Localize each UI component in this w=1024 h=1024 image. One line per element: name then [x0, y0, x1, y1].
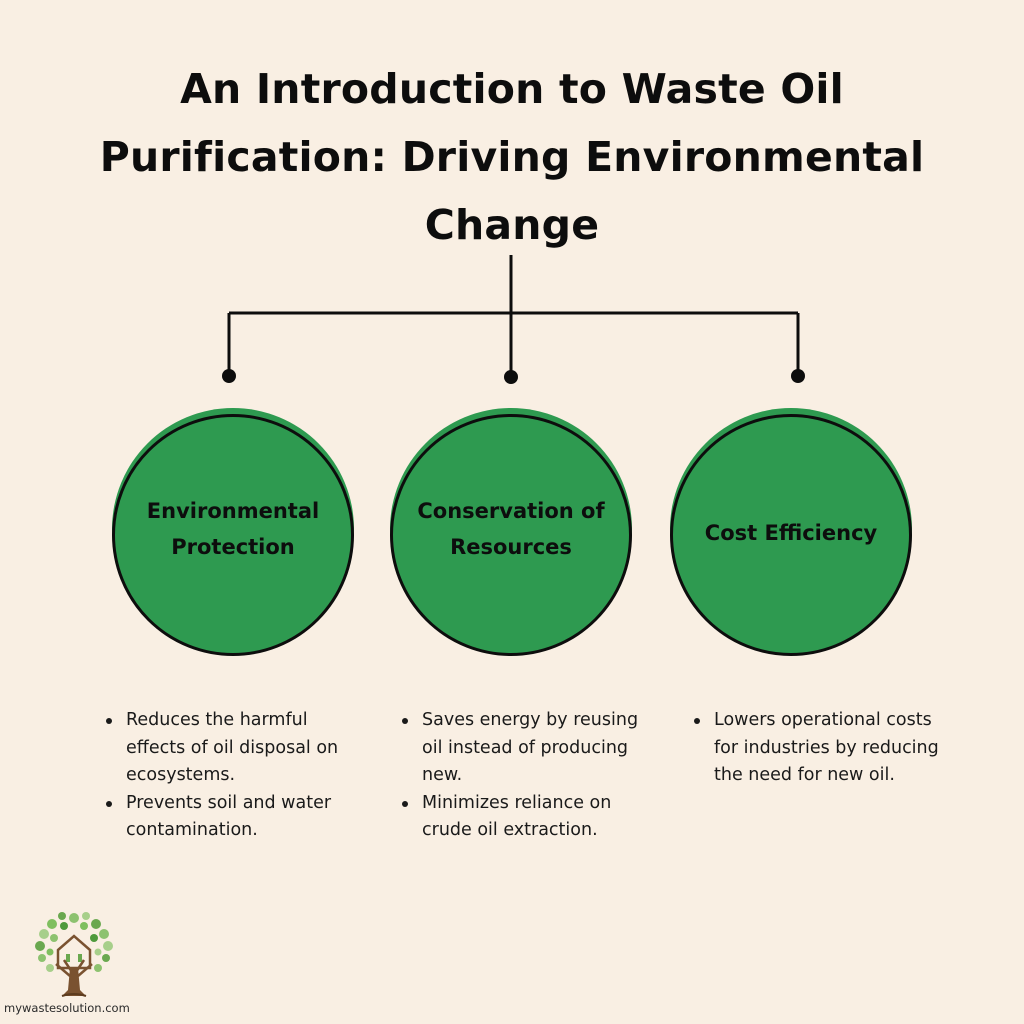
list-item: Prevents soil and water contamination. [102, 790, 352, 845]
bullet-text: Saves energy by reusing oil instead of p… [422, 710, 639, 785]
branch-circle: Cost Efficiency [670, 414, 912, 656]
branch-circle: Environmental Protection [112, 414, 354, 656]
bullet-list-conservation-of-resources: Saves energy by reusing oil instead of p… [398, 707, 648, 845]
bullet-text: Minimizes reliance on crude oil extracti… [422, 792, 612, 841]
branch-label: Environmental Protection [146, 499, 320, 559]
page-title: An Introduction to Waste Oil Purificatio… [99, 65, 925, 249]
list-item: Saves energy by reusing oil instead of p… [398, 707, 648, 790]
tree-trunk [62, 968, 86, 996]
branch-node-conservation-of-resources: Conservation of Resources [390, 408, 640, 658]
bullet-list-environmental-protection: Reduces the harmful effects of oil dispo… [102, 707, 352, 845]
house-outline [56, 934, 92, 970]
bullet-icon [402, 718, 408, 724]
connector-dot-middle [504, 370, 518, 384]
foliage [35, 912, 113, 972]
tree-logo-icon [35, 912, 113, 997]
bullet-text: Lowers operational costs for industries … [714, 710, 939, 785]
bullet-list-cost-efficiency: Lowers operational costs for industries … [690, 707, 940, 790]
branch-label: Conservation of Resources [417, 499, 605, 559]
bullet-icon [106, 718, 112, 724]
bullet-icon [694, 718, 700, 724]
list-item: Lowers operational costs for industries … [690, 707, 940, 790]
connector-dot-left [222, 369, 236, 383]
bullet-icon [402, 800, 408, 807]
bullet-icon [106, 800, 112, 807]
bullet-text: Prevents soil and water contamination. [126, 792, 332, 841]
list-item: Reduces the harmful effects of oil dispo… [102, 707, 352, 790]
branch-node-environmental-protection: Environmental Protection [112, 408, 362, 658]
bullet-text: Reduces the harmful effects of oil dispo… [126, 710, 339, 785]
site-url: mywastesolution.com [4, 1001, 130, 1015]
connector-dot-right [791, 369, 805, 383]
list-item: Minimizes reliance on crude oil extracti… [398, 790, 648, 845]
branch-label: Cost Efficiency [704, 521, 878, 545]
branch-circle: Conservation of Resources [390, 414, 632, 656]
branch-node-cost-efficiency: Cost Efficiency [670, 408, 920, 658]
